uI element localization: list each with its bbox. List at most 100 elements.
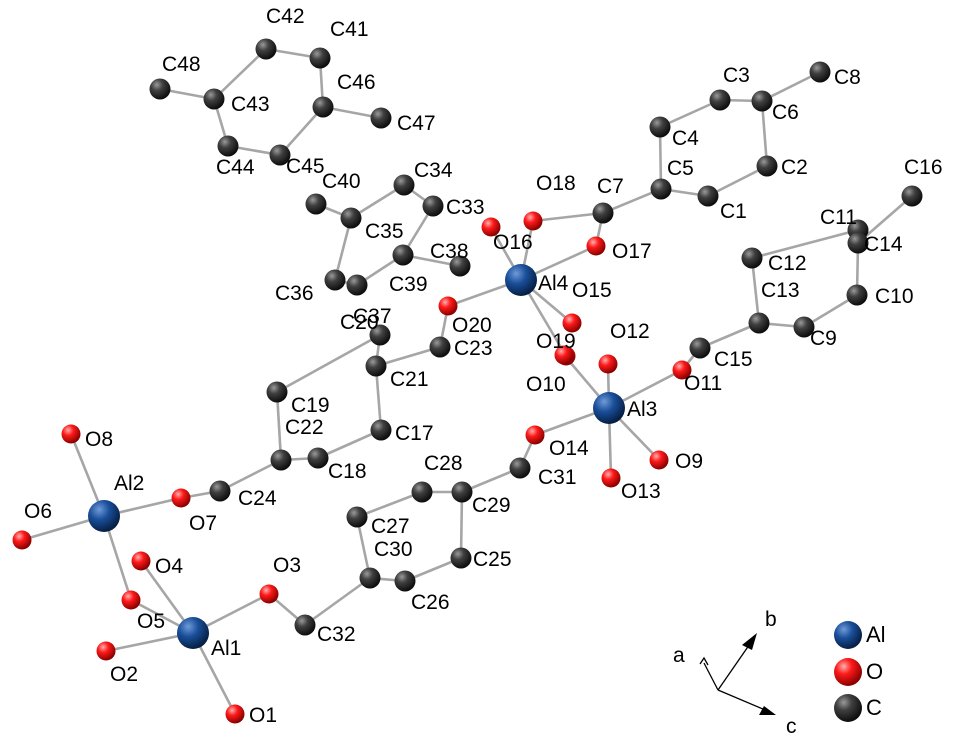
atom-label-o6: O6 (24, 500, 52, 523)
atom-label-c19: C19 (291, 394, 330, 417)
atom-label-o9: O9 (675, 450, 703, 473)
atom-label-c48: C48 (162, 53, 201, 76)
atom-label-c42: C42 (266, 5, 305, 28)
atom-c21 (365, 355, 387, 377)
atom-label-c41: C41 (330, 18, 369, 41)
bond-c2-c6 (760, 99, 769, 168)
atom-c1 (697, 185, 719, 207)
atom-label-c10: C10 (875, 285, 914, 308)
atom-o3 (259, 584, 279, 604)
atom-label-al1: Al1 (211, 637, 241, 660)
atom-label-c47: C47 (397, 112, 436, 135)
atom-c32 (294, 614, 316, 636)
atom-label-c43: C43 (231, 93, 270, 116)
atom-label-c34: C34 (414, 159, 453, 182)
atom-label-c22: C22 (285, 416, 324, 439)
atom-al4 (505, 264, 537, 296)
atom-c12 (741, 247, 763, 269)
legend-c-swatch (834, 694, 862, 722)
atom-o20 (438, 296, 458, 316)
atom-label-o8: O8 (85, 428, 113, 451)
atom-label-c29: C29 (472, 494, 511, 517)
bond-c17-c21 (374, 364, 383, 432)
bond-c19-c22 (275, 390, 283, 462)
legend-o-swatch (834, 658, 862, 686)
atom-label-c25: C25 (473, 548, 512, 571)
atom-label-al3: Al3 (627, 398, 657, 421)
bond-c23-c21 (374, 345, 442, 368)
bond-c18-c17 (316, 428, 383, 460)
atom-al3 (593, 392, 625, 424)
atom-c18 (307, 447, 329, 469)
axis-b-arrow (742, 633, 757, 650)
atom-label-c30: C30 (374, 538, 413, 561)
atom-label-c17: C17 (395, 422, 434, 445)
bond-c43-c42 (212, 47, 268, 101)
atom-label-c15: C15 (714, 348, 753, 371)
atom-label-c36: C36 (275, 282, 314, 305)
atom-c3 (709, 89, 731, 111)
atom-label-c46: C46 (337, 71, 376, 94)
atom-c10 (846, 284, 868, 306)
atom-c45 (269, 144, 291, 166)
atom-label-o19: O19 (536, 330, 576, 353)
axis-a-label: a (673, 644, 685, 667)
atom-c27 (346, 506, 368, 528)
atom-c24 (209, 480, 231, 502)
atom-label-c44: C44 (216, 156, 255, 179)
atom-label-o10: O10 (526, 373, 566, 396)
atom-label-o18: O18 (536, 172, 576, 195)
atom-label-o12: O12 (610, 320, 650, 343)
atom-c9 (793, 316, 815, 338)
atom-label-o13: O13 (621, 480, 661, 503)
atom-o15 (562, 313, 582, 333)
atom-c38 (449, 255, 471, 277)
element-legend: Al O C (834, 621, 886, 722)
atom-o18 (523, 211, 543, 231)
atom-label-c32: C32 (317, 623, 356, 646)
atom-c28 (411, 481, 433, 503)
atom-o11 (672, 360, 692, 380)
atom-label-o7: O7 (189, 512, 217, 535)
atom-c5 (650, 178, 672, 200)
atom-label-c20: C20 (340, 311, 379, 334)
legend-al-label: Al (866, 622, 886, 647)
atom-label-c45: C45 (286, 155, 325, 178)
atom-c34 (393, 174, 415, 196)
atom-label-c40: C40 (322, 170, 361, 193)
atom-o8 (61, 424, 81, 444)
atom-layer (12, 38, 923, 724)
atom-c20 (369, 324, 391, 346)
atom-label-o11: O11 (684, 372, 722, 395)
axis-b-label: b (765, 608, 777, 631)
atom-o17 (586, 236, 606, 256)
atom-label-o15: O15 (572, 279, 612, 302)
atom-label-c21: C21 (390, 368, 429, 391)
atom-label-c37: C37 (353, 305, 392, 328)
atom-label-c27: C27 (371, 515, 410, 538)
atom-c47 (370, 107, 392, 129)
atom-c46 (312, 96, 334, 118)
atom-label-c11: C11 (820, 206, 857, 229)
atom-c35 (340, 207, 362, 229)
atom-label-c14: C14 (864, 233, 903, 256)
atom-c37 (346, 274, 368, 296)
atom-c36 (324, 269, 346, 291)
atom-label-c8: C8 (834, 66, 861, 89)
atom-o1 (225, 704, 245, 724)
legend-al-swatch (834, 621, 862, 649)
atom-label-o3: O3 (273, 554, 301, 577)
atom-label-o17: O17 (612, 240, 652, 263)
atom-o2 (96, 641, 116, 661)
atom-c17 (370, 419, 392, 441)
atom-c33 (422, 195, 444, 217)
bond-c30-c32 (303, 576, 372, 627)
bond-c20-c19 (275, 333, 382, 394)
axis-a-line (703, 662, 719, 691)
atom-label-o2: O2 (110, 663, 138, 686)
atom-label-c39: C39 (389, 273, 428, 296)
bond-c8-c6 (760, 70, 822, 103)
atom-label-c3: C3 (723, 64, 750, 87)
atom-c22 (270, 449, 292, 471)
bond-c7-o18 (531, 211, 605, 223)
